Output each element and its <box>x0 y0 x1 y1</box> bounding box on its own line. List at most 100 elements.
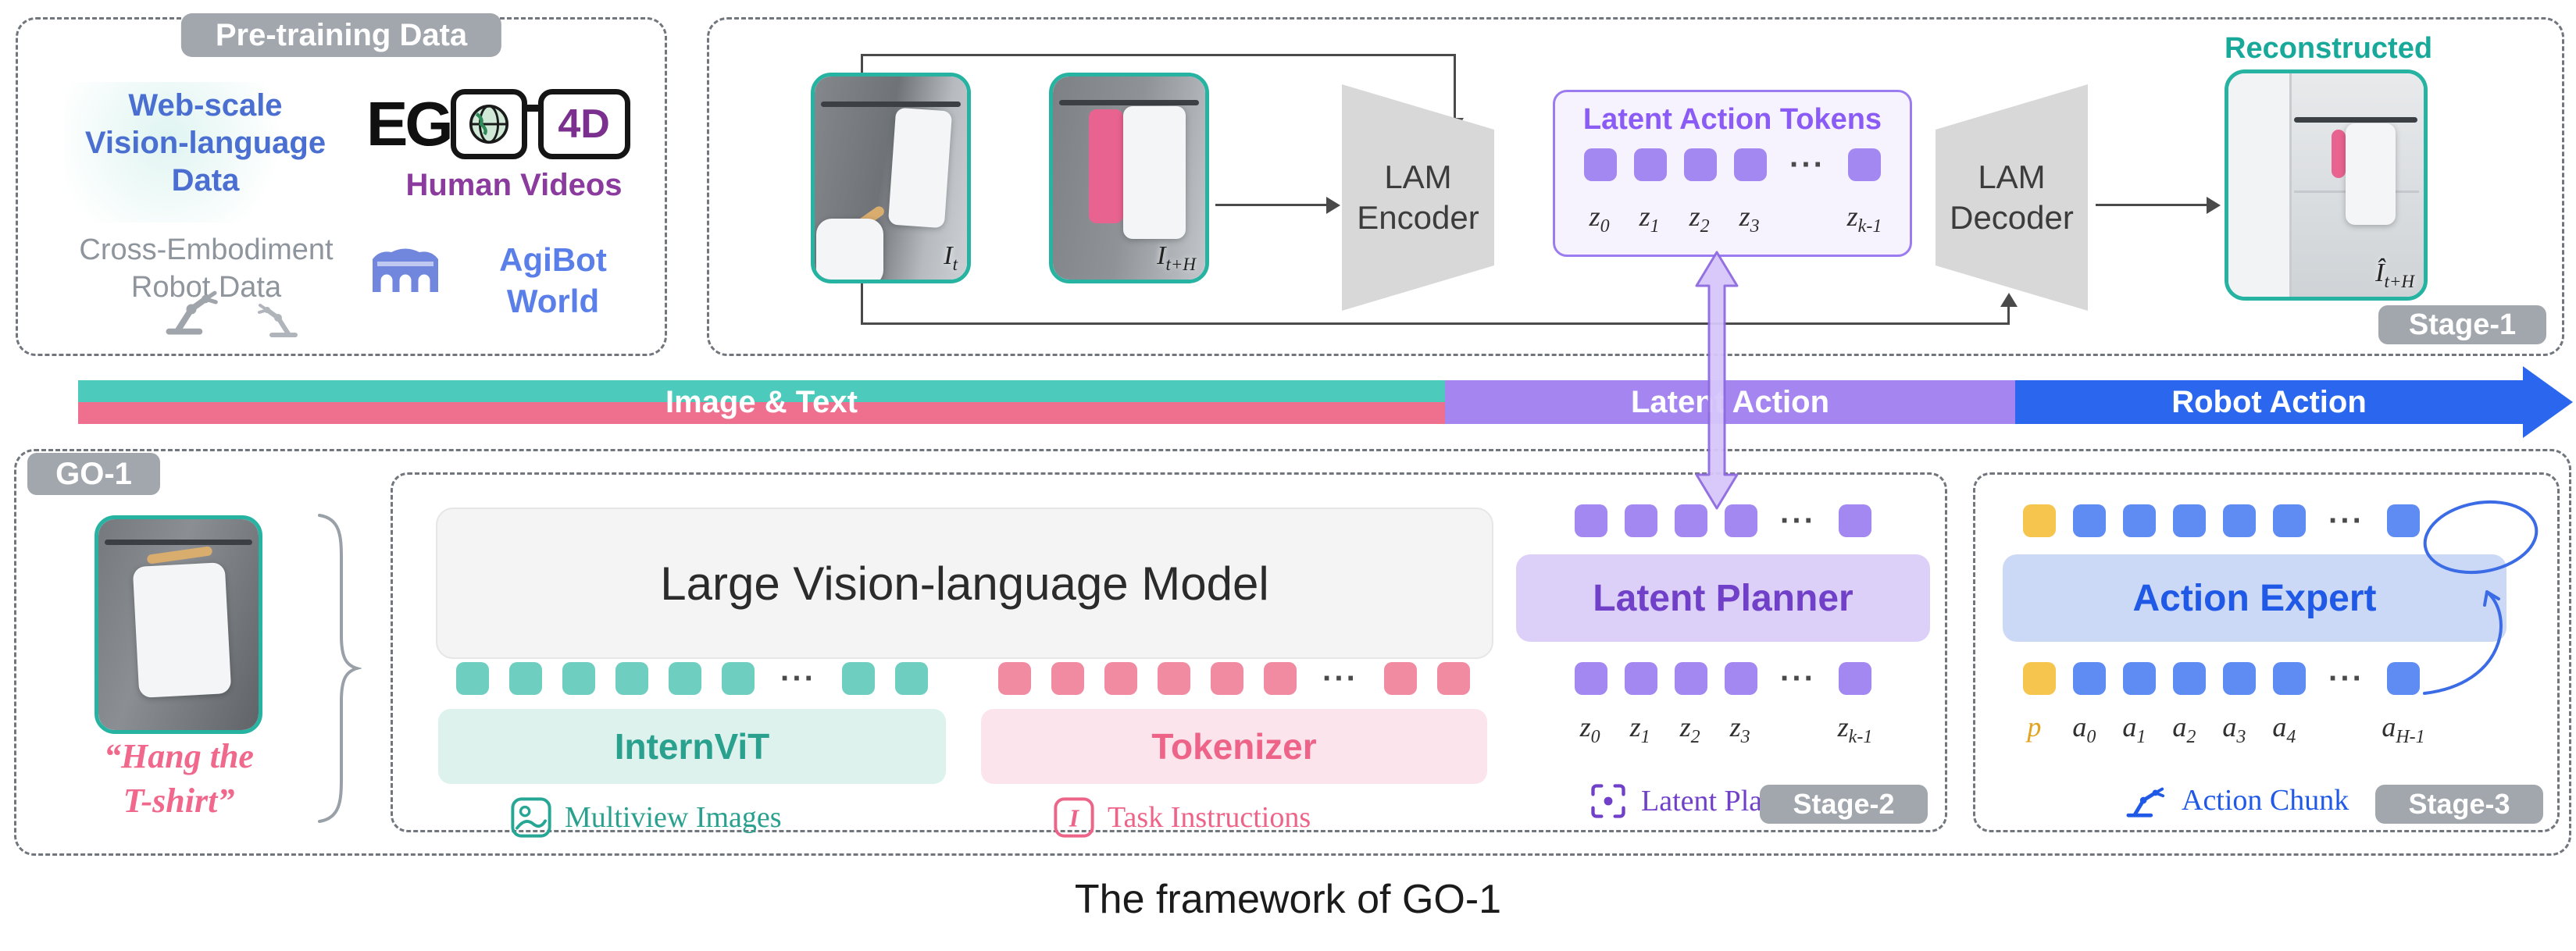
token <box>895 662 928 695</box>
token <box>562 662 595 695</box>
token <box>1675 504 1707 537</box>
stage3-box: ··· Action Expert ··· p a0 a1 a2 a3 a4 a… <box>1973 472 2560 832</box>
figure-caption: The framework of GO-1 <box>1074 877 1502 922</box>
token <box>2273 662 2306 695</box>
image-label: It <box>944 241 958 274</box>
connector-line <box>861 54 1456 56</box>
latent-action-tokens-title: Latent Action Tokens <box>1582 103 1882 136</box>
ego4d-4d-text: 4D <box>558 102 610 147</box>
connector-line <box>1215 204 1328 206</box>
go1-box: GO-1 “Hang the T-shirt” Large Vision-lan… <box>14 449 2571 856</box>
token <box>1264 662 1297 695</box>
input-brace <box>318 514 362 823</box>
multiview-images-row: Multiview Images <box>510 796 782 839</box>
tokenizer-box: Tokenizer <box>981 709 1487 784</box>
ego4d-right-lens: 4D <box>537 89 630 159</box>
token <box>2387 662 2420 695</box>
token <box>1584 148 1617 181</box>
vision-token-row: ··· <box>438 662 946 695</box>
token <box>1684 148 1717 181</box>
connector-line <box>2007 307 2010 324</box>
action-input-token-row: ··· <box>2003 504 2440 537</box>
token <box>1625 504 1657 537</box>
token <box>1384 662 1417 695</box>
task-instructions-icon: I <box>1054 797 1094 838</box>
robot-arm-icon <box>258 304 298 337</box>
planner-input-token-row: ··· <box>1516 504 1930 537</box>
connector-line <box>861 322 2010 325</box>
token <box>2223 504 2256 537</box>
action-chunk-row: Action Chunk <box>2124 781 2349 820</box>
stage2-badge: Stage-2 <box>1760 785 1928 824</box>
go1-badge: GO-1 <box>27 453 160 495</box>
bar-latent-action: Latent Action <box>1445 380 2015 424</box>
action-output-token-row: ··· <box>2003 662 2440 695</box>
token <box>509 662 542 695</box>
planner-token-labels: z0 z1 z2 z3 zk-1 <box>1579 711 1873 748</box>
action-expert-box: Action Expert <box>2003 554 2506 642</box>
multiview-images-icon <box>511 797 551 838</box>
token <box>615 662 648 695</box>
pretraining-data-box: Pre-training Data Web-scale Vision-langu… <box>16 13 667 356</box>
token <box>1848 148 1881 181</box>
ego4d-logo: EG 4D <box>366 88 630 160</box>
token <box>2387 504 2420 537</box>
observation-image-t: It <box>811 73 971 283</box>
bar-robot-action: Robot Action <box>2015 380 2523 424</box>
latent-token-labels: z0 z1 z2 z3 zk-1 <box>1589 201 1882 237</box>
token <box>1734 148 1767 181</box>
text-token-row: ··· <box>981 662 1487 695</box>
agibot-world-label: AgiBot World <box>499 241 607 319</box>
token <box>1839 504 1871 537</box>
arrowhead-right <box>2207 197 2221 214</box>
reconstructed-image: Ît+H <box>2225 69 2428 301</box>
token <box>1725 662 1757 695</box>
ego4d-left-lens <box>450 89 527 159</box>
latent-planner-box: Latent Planner <box>1516 554 1930 642</box>
ego4d-eg-text: EG <box>366 89 454 158</box>
stage1-box: It It+H LAM Encoder Latent Action Tokens… <box>707 17 2564 356</box>
connector-line <box>2096 204 2208 206</box>
ellipsis: ··· <box>1322 661 1358 696</box>
lam-encoder: LAM Encoder <box>1342 84 1494 311</box>
cross-embodiment-label: Cross-Embodiment Robot Data <box>79 233 334 304</box>
internvit-box: InternViT <box>438 709 946 784</box>
token <box>1211 662 1243 695</box>
vlm-box: Large Vision-language Model <box>436 508 1493 659</box>
action-chunk-robot-icon <box>2126 787 2165 817</box>
task-instruction-quote: “Hang the T-shirt” <box>104 737 254 821</box>
bar-arrowhead <box>2523 366 2573 438</box>
token <box>1839 662 1871 695</box>
token <box>842 662 875 695</box>
task-image <box>95 515 262 734</box>
latent-action-tokens-box: Latent Action Tokens ··· z0 z1 z2 z3 zk-… <box>1553 90 1912 257</box>
token <box>1437 662 1470 695</box>
bar-image-text: Image & Text <box>78 380 1445 424</box>
ellipsis: ··· <box>1789 148 1825 182</box>
reconstructed-label: Reconstructed <box>2225 32 2433 65</box>
ellipsis: ··· <box>2328 661 2364 696</box>
connector-line <box>861 283 863 324</box>
token <box>1158 662 1190 695</box>
colosseum-icon <box>373 248 438 292</box>
web-scale-data-label: Web-scale Vision-language Data <box>84 88 326 198</box>
token <box>2123 662 2156 695</box>
token <box>456 662 489 695</box>
proprio-token <box>2023 504 2056 537</box>
connector-line <box>1454 54 1456 119</box>
pretraining-title: Pre-training Data <box>180 13 502 57</box>
observation-image-t-plus-H: It+H <box>1049 73 1209 283</box>
glasses-bridge <box>526 104 538 112</box>
robot-arm-icon <box>166 290 218 335</box>
feedback-loop-arrow <box>2423 500 2539 695</box>
token <box>669 662 701 695</box>
ellipsis: ··· <box>780 661 816 696</box>
token <box>1634 148 1667 181</box>
human-videos-label: Human Videos <box>405 168 623 202</box>
arrowhead-up <box>2000 293 2018 307</box>
token <box>2173 504 2206 537</box>
svg-text:I: I <box>1069 804 1080 832</box>
latent-action-double-arrow <box>1695 251 1739 510</box>
planner-output-token-row: ··· <box>1516 662 1930 695</box>
